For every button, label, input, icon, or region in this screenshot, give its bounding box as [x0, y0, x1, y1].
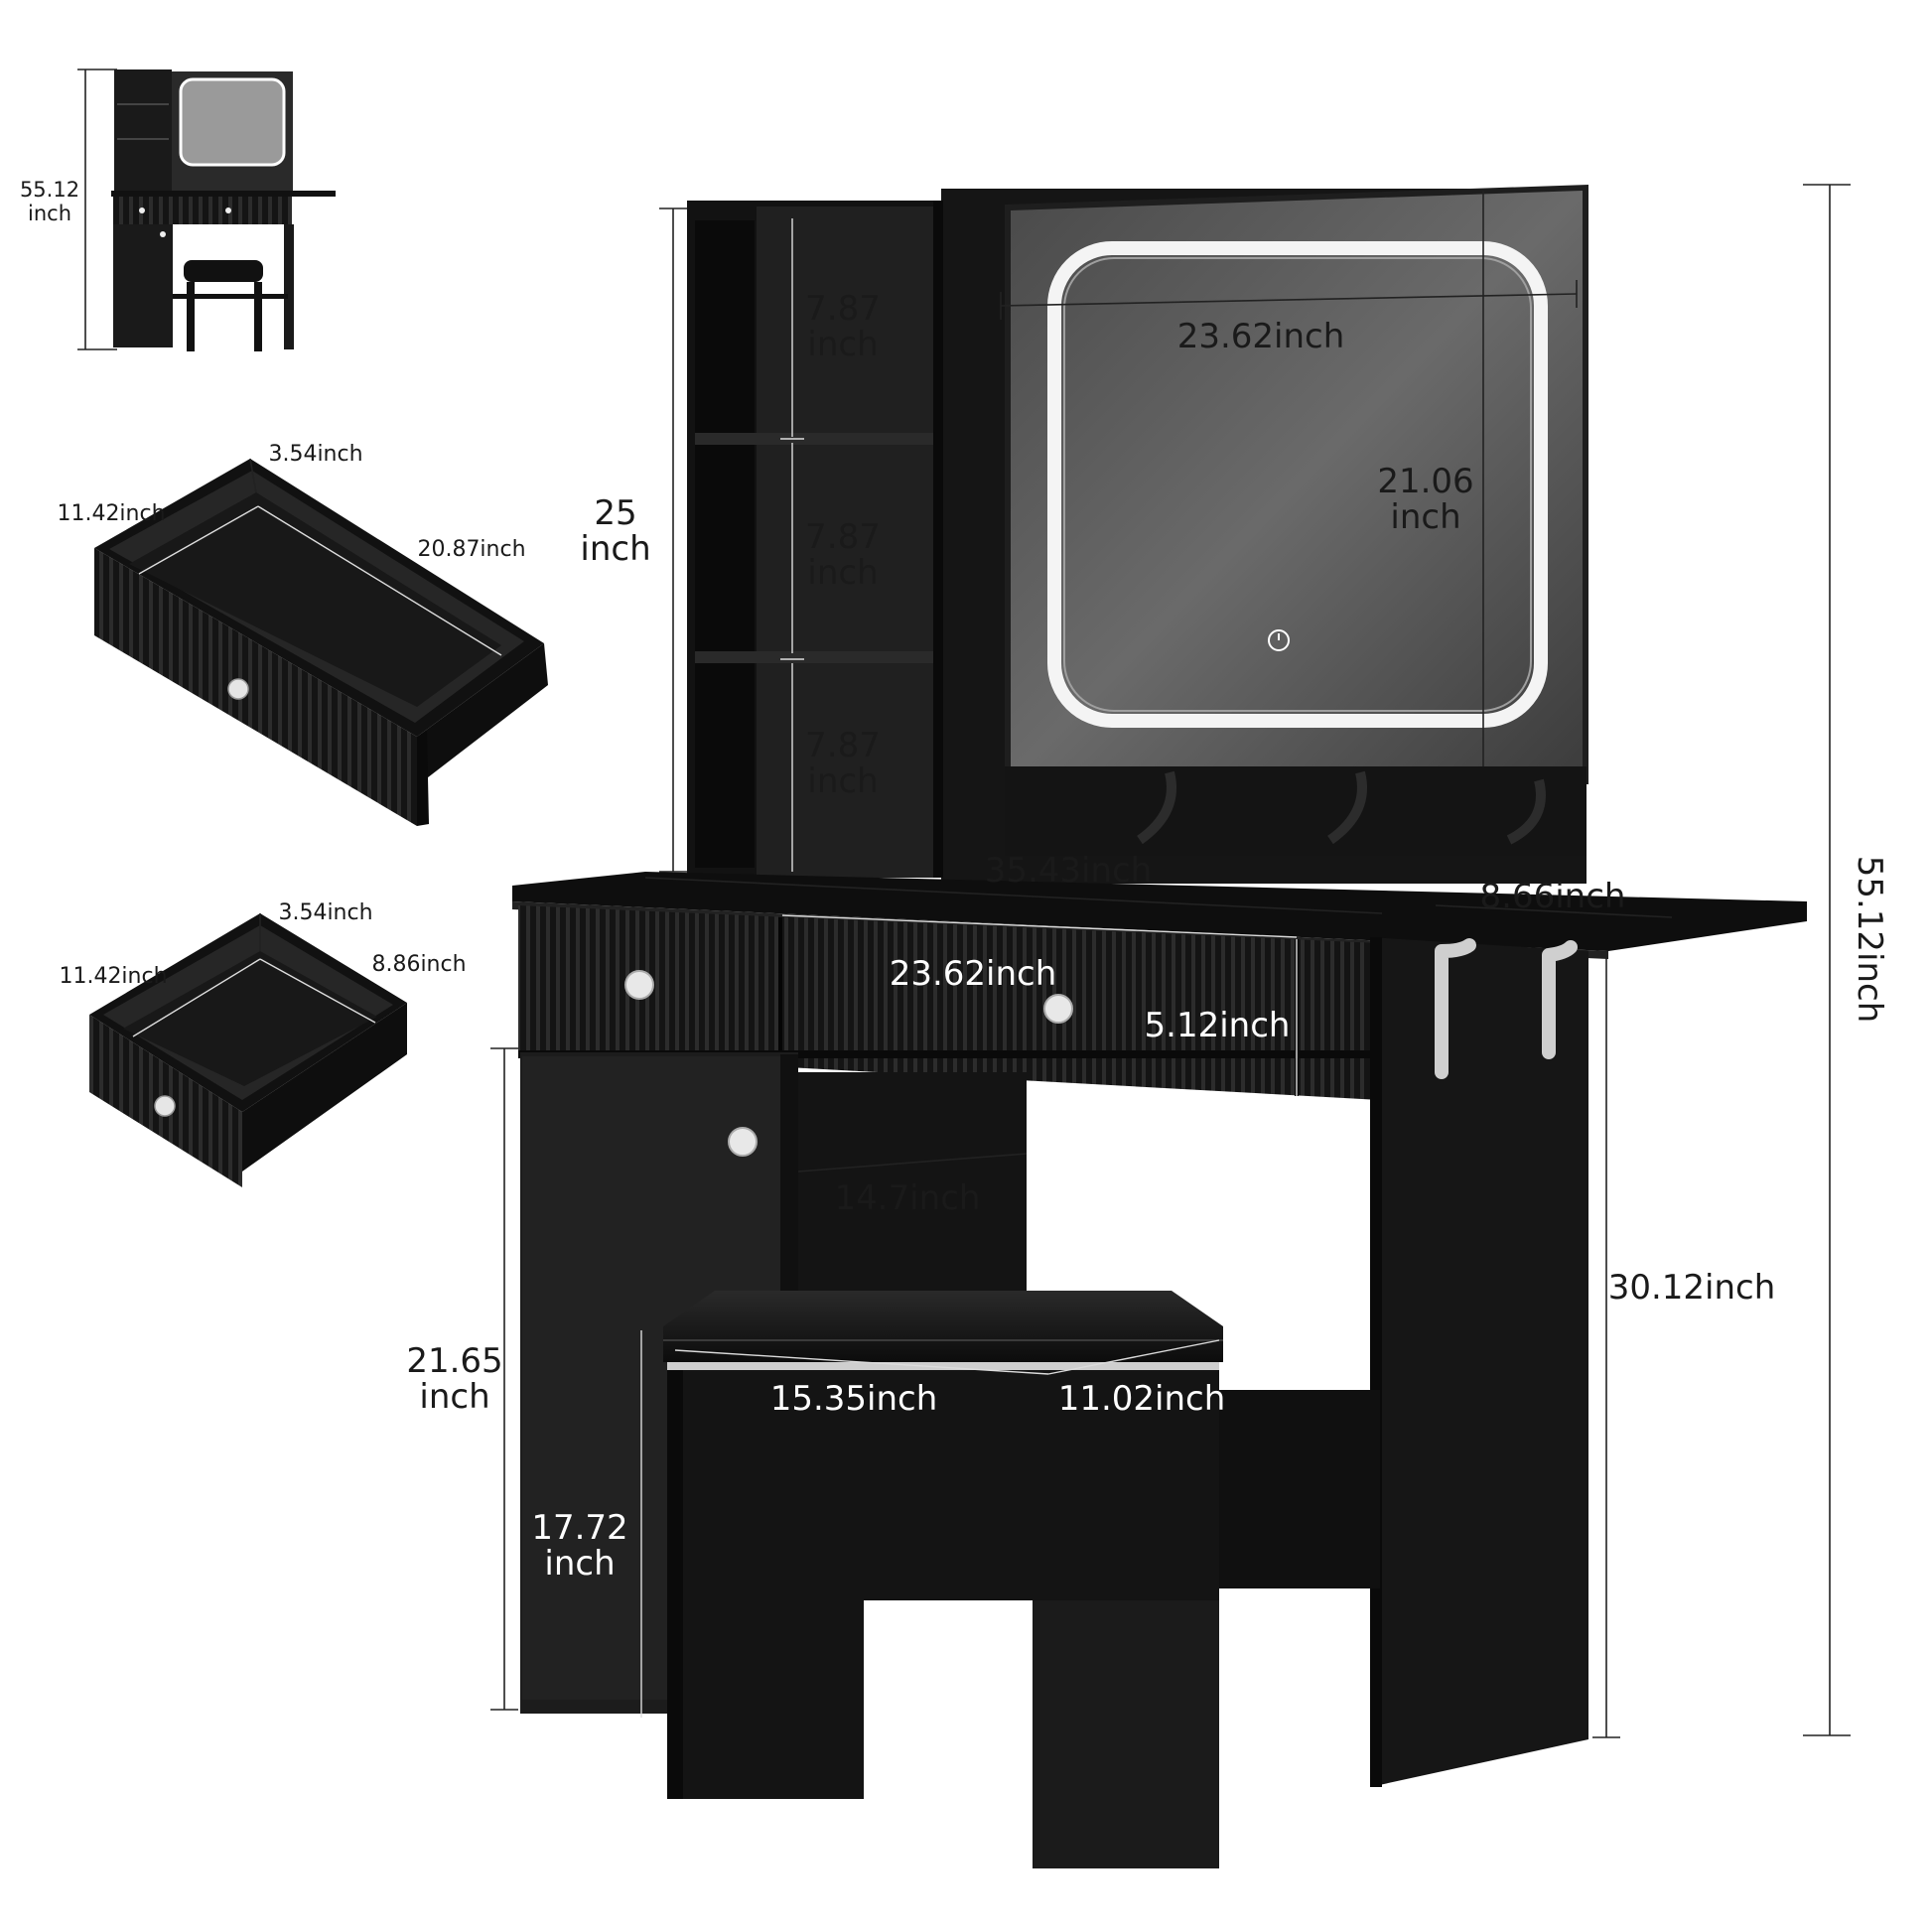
- total-height: 55.12inch: [1850, 856, 1889, 1024]
- knee-space-width: 14.7inch: [835, 1178, 981, 1218]
- tower-height-unit: inch: [580, 529, 650, 569]
- shelf-3-unit: inch: [807, 761, 878, 801]
- thumb-height-value: 55.12: [20, 178, 79, 202]
- stool-width: 15.35inch: [770, 1379, 938, 1419]
- thumb-height-unit: inch: [28, 202, 71, 225]
- shelf-2-unit: inch: [807, 553, 878, 593]
- thumbnail-vanity: 55.12 inch: [20, 69, 336, 351]
- desk-width: 35.43inch: [985, 851, 1153, 891]
- desk-height: 30.12inch: [1608, 1268, 1776, 1308]
- drawer-front-width: 23.62inch: [890, 954, 1057, 994]
- dimension-labels: 7.87 inch 7.87 inch 7.87 inch 25 inch 23…: [406, 289, 1889, 1584]
- drawer-small-depth: 3.54inch: [278, 900, 372, 925]
- drawer-small-width: 11.42inch: [59, 964, 167, 989]
- drawer-small-length: 8.86inch: [371, 952, 466, 977]
- dimension-lines: [490, 184, 1851, 1738]
- mirror-height-unit: inch: [1390, 497, 1460, 537]
- drawer-small-illustration: 3.54inch 11.42inch 8.86inch: [59, 900, 467, 1187]
- side-shelf-width: 8.66inch: [1480, 877, 1626, 916]
- drawer-large-illustration: 3.54inch 11.42inch 20.87inch: [57, 442, 548, 826]
- tower-height-value: 25: [594, 493, 636, 533]
- drawer-large-width: 11.42inch: [57, 501, 165, 526]
- shelf-3-value: 7.87: [805, 726, 881, 765]
- shelf-2-value: 7.87: [805, 517, 881, 557]
- mirror-height-value: 21.06: [1377, 462, 1473, 501]
- shelf-1-unit: inch: [807, 325, 878, 364]
- stool-height-value: 17.72: [531, 1508, 627, 1548]
- drawer-large-length: 20.87inch: [417, 537, 525, 562]
- cabinet-height-unit: inch: [419, 1377, 489, 1417]
- shelf-1-value: 7.87: [805, 289, 881, 329]
- drawer-front-height: 5.12inch: [1145, 1006, 1291, 1045]
- stool-height-unit: inch: [544, 1544, 615, 1584]
- stool-depth: 11.02inch: [1058, 1379, 1226, 1419]
- mirror-width: 23.62inch: [1177, 317, 1345, 356]
- drawer-large-depth: 3.54inch: [268, 442, 362, 467]
- cabinet-height-value: 21.65: [406, 1341, 502, 1381]
